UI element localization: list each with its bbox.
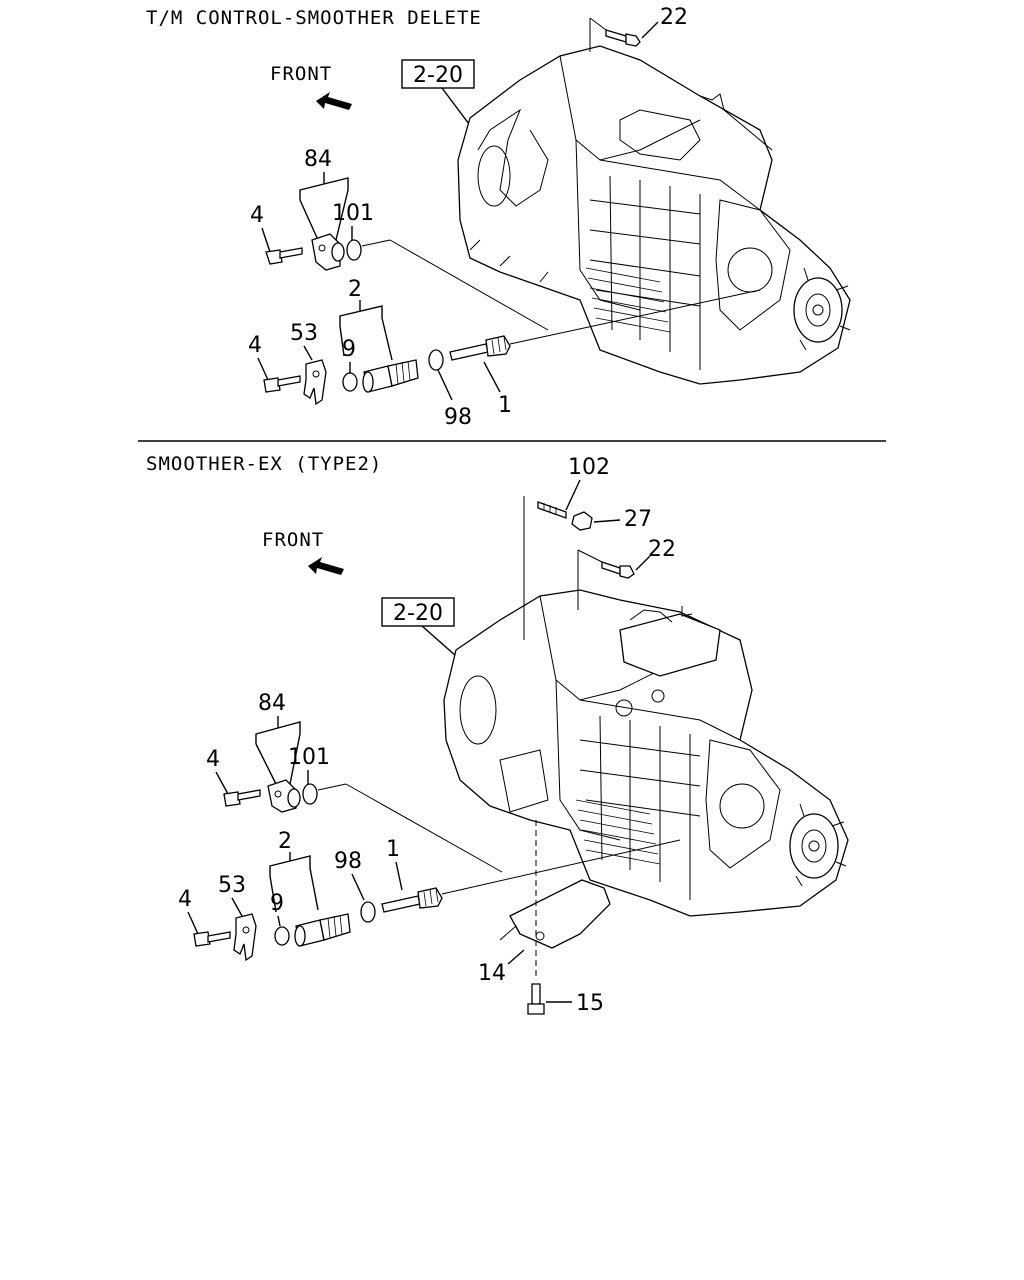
section-1-front-arrow-icon bbox=[316, 92, 352, 110]
section-1-sensor-2 bbox=[362, 359, 419, 393]
section-1-bracket-84 bbox=[311, 233, 345, 271]
section-2-callout-53: 53 bbox=[218, 873, 246, 898]
section-1-ref-box bbox=[401, 59, 475, 89]
section-1-callout-4b: 4 bbox=[248, 333, 262, 358]
section-2-callout-98: 98 bbox=[334, 849, 362, 874]
section-2-bolt-4-upper bbox=[223, 789, 261, 807]
section-1-ref-box-label: 2-20 bbox=[413, 63, 463, 88]
section-1-callout-98: 98 bbox=[444, 405, 472, 430]
section-2-nut-27 bbox=[571, 511, 593, 531]
section-1-callout-53: 53 bbox=[290, 321, 318, 346]
section-2-transmission-assembly bbox=[443, 589, 849, 917]
section-2-callout-102: 102 bbox=[568, 455, 610, 480]
section-2-oring-101 bbox=[302, 783, 318, 805]
section-1-transmission-assembly bbox=[457, 45, 851, 385]
section-1-callout-9: 9 bbox=[342, 337, 356, 362]
section-1-front-label: FRONT bbox=[270, 63, 332, 85]
section-1-seal-9 bbox=[342, 372, 358, 392]
section-smoother-ex-type2: SMOOTHER-EX (TYPE2) FRONT 2-20 bbox=[146, 453, 849, 1016]
section-1-bolt-4-upper bbox=[265, 247, 303, 265]
section-2-stud-102 bbox=[537, 501, 567, 519]
section-1-title: T/M CONTROL-SMOOTHER DELETE bbox=[146, 7, 482, 29]
section-1-callout-2: 2 bbox=[348, 277, 362, 302]
section-2-bracket-84 bbox=[267, 779, 301, 813]
section-2-shaft-1 bbox=[381, 887, 443, 913]
section-2-ref-box-label: 2-20 bbox=[393, 601, 443, 626]
section-2-clamp-53 bbox=[233, 913, 257, 962]
section-2-callout-9: 9 bbox=[270, 891, 284, 916]
section-2-callout-22: 22 bbox=[648, 537, 676, 562]
section-1-callout-4a: 4 bbox=[250, 203, 264, 228]
section-1-oring-101 bbox=[346, 239, 362, 261]
section-2-callout-2: 2 bbox=[278, 829, 292, 854]
section-2-ref-box bbox=[381, 597, 455, 627]
section-2-callout-14: 14 bbox=[478, 961, 506, 986]
section-2-callout-84: 84 bbox=[258, 691, 286, 716]
section-2-bolt-4-lower bbox=[193, 931, 231, 947]
section-2-front-arrow-icon bbox=[308, 557, 344, 575]
section-2-callout-4b: 4 bbox=[178, 887, 192, 912]
section-1-bolt-4-lower bbox=[263, 375, 301, 393]
section-1-shaft-1 bbox=[449, 335, 511, 361]
section-2-oring-98 bbox=[360, 901, 376, 923]
section-1-callout-84: 84 bbox=[304, 147, 332, 172]
section-2-front-label: FRONT bbox=[262, 529, 324, 551]
section-2-callout-101: 101 bbox=[288, 745, 330, 770]
section-2-bolt-22 bbox=[577, 549, 635, 610]
section-2-callout-15: 15 bbox=[576, 991, 604, 1016]
section-1-callout-1: 1 bbox=[498, 393, 512, 418]
section-2-callout-27: 27 bbox=[624, 507, 652, 532]
section-1-oring-98 bbox=[428, 349, 444, 371]
section-1-callout-101: 101 bbox=[332, 201, 374, 226]
section-2-sensor-2 bbox=[294, 913, 351, 947]
section-2-cover-plate-14 bbox=[499, 879, 611, 949]
section-2-bolt-15 bbox=[527, 983, 545, 1015]
section-1-bolt-22 bbox=[589, 17, 641, 52]
section-2-callout-1: 1 bbox=[386, 837, 400, 862]
section-tm-control-smoother-delete: T/M CONTROL-SMOOTHER DELETE FRONT 2-20 bbox=[146, 5, 851, 430]
section-1-callout-22: 22 bbox=[660, 5, 688, 30]
section-2-callout-4a: 4 bbox=[206, 747, 220, 772]
section-2-title: SMOOTHER-EX (TYPE2) bbox=[146, 453, 382, 475]
section-2-seal-9 bbox=[274, 926, 290, 946]
section-1-clamp-53 bbox=[303, 359, 327, 406]
